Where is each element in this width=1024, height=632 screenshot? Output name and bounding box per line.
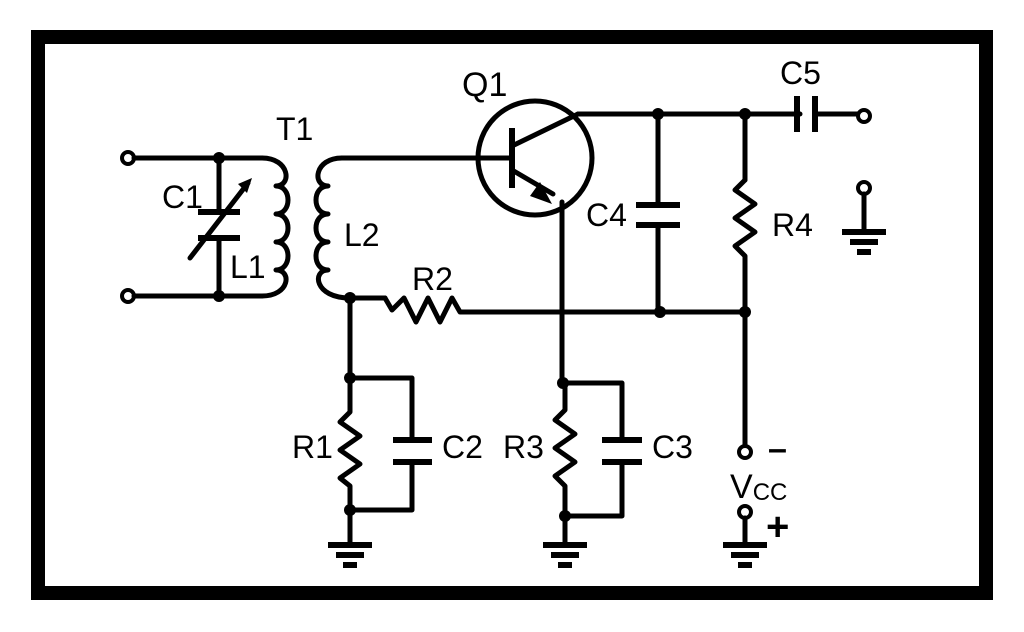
input-tank-circuit — [120, 150, 291, 304]
resistor-r2 — [382, 295, 748, 325]
resistor-r4 — [732, 177, 758, 315]
label-l2: L2 — [344, 217, 380, 253]
ground-symbol-2 — [543, 513, 587, 568]
vcc-negative-terminal — [737, 444, 753, 460]
transistor-q1 — [475, 98, 595, 218]
resistor-r3 — [552, 380, 578, 543]
ground-symbol-output — [842, 191, 886, 255]
resistor-r1 — [337, 375, 363, 543]
label-plus: + — [766, 505, 789, 549]
label-q1: Q1 — [462, 66, 507, 104]
ground-symbol-vcc — [723, 515, 767, 568]
inductor-l1 — [259, 155, 291, 299]
output-terminal — [856, 108, 872, 124]
inductor-l2 — [313, 155, 353, 301]
label-c1: C1 — [162, 179, 203, 215]
capacitor-c1 — [187, 155, 252, 299]
label-r2: R2 — [412, 261, 453, 297]
label-c4: C4 — [586, 197, 627, 233]
label-vcc-main: V — [730, 468, 753, 506]
label-minus: – — [768, 430, 787, 468]
capacitor-c5 — [742, 96, 861, 132]
label-r3: R3 — [503, 429, 544, 465]
label-t1: T1 — [276, 111, 313, 147]
label-vcc: VCC — [730, 468, 787, 506]
label-r4: R4 — [772, 207, 813, 243]
ground-symbol-1 — [328, 507, 372, 568]
label-c5: C5 — [780, 55, 821, 91]
label-r1: R1 — [292, 429, 333, 465]
label-vcc-sub: CC — [753, 479, 788, 506]
label-c2: C2 — [442, 429, 483, 465]
capacitor-c4 — [636, 111, 680, 315]
label-l1: L1 — [230, 249, 266, 285]
schematic-border — [31, 30, 993, 600]
label-c3: C3 — [652, 429, 693, 465]
